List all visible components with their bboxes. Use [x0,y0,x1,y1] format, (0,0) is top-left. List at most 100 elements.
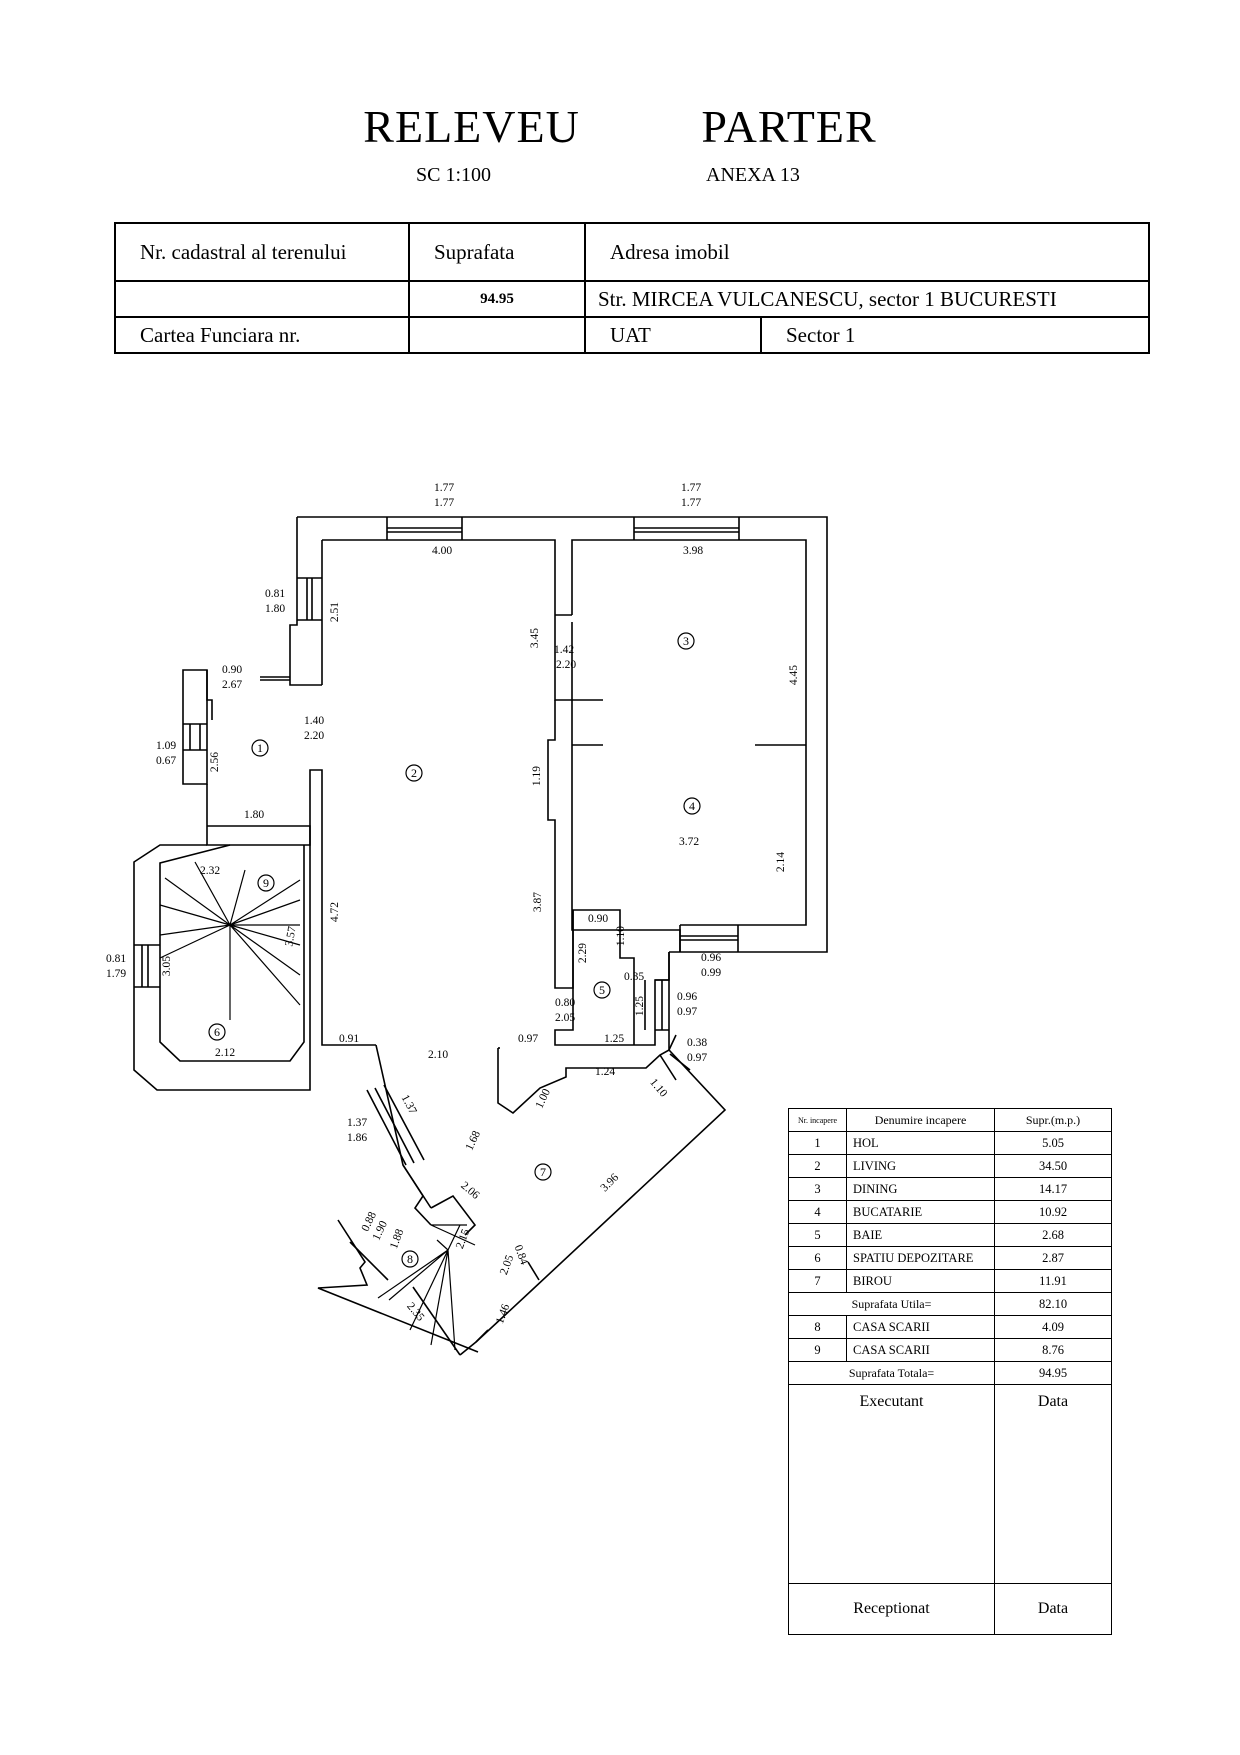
dim-label: 1.25 [604,1033,624,1045]
table-row: 7 BIROU 11.91 [788,1269,1112,1293]
useful-area-row: Suprafata Utila= 82.10 [788,1292,1112,1316]
dim-label: 2.29 [577,943,589,963]
dim-label: 2.05 [555,1012,575,1024]
row-name: BAIE [846,1223,995,1247]
scale-label: SC 1:100 [416,164,492,186]
uat-label: UAT [584,316,762,354]
dim-label: 3.57 [283,925,298,947]
row-area: 2.68 [994,1223,1112,1247]
dim-label: 3.98 [683,545,703,557]
row-name: CASA SCARII [846,1315,995,1339]
room-number-2: 2 [411,766,417,780]
dim-label: 1.25 [634,996,646,1016]
dim-label: 1.24 [595,1066,615,1078]
dim-label: 1.77 [681,482,701,494]
row-nr: 6 [788,1246,847,1270]
row-nr: 9 [788,1338,847,1362]
row-name: HOL [846,1131,995,1155]
row-nr: 4 [788,1200,847,1224]
dim-label: 1.88 [388,1227,406,1250]
dim-label: 0.91 [339,1033,359,1045]
useful-area-label: Suprafata Utila= [788,1292,995,1316]
dimension-labels: 1.77 1.77 1.77 1.77 4.00 3.98 0.81 1.80 … [106,482,800,1325]
rooms-table: Nr. incapere Denumire incapere Supr.(m.p… [788,1108,1112,1635]
data-label-2: Data [994,1583,1112,1635]
page-title: RELEVEU PARTER [363,101,877,152]
table-row: 4 BUCATARIE 10.92 [788,1200,1112,1224]
dim-label: 0.97 [677,1006,697,1018]
dim-label: 0.80 [555,997,575,1009]
dim-label: 1.10 [647,1077,669,1100]
row-nr: 5 [788,1223,847,1247]
dim-label: 2.56 [209,752,221,772]
dim-label: 0.81 [265,588,285,600]
dim-label: 1.10 [615,926,627,946]
row-area: 11.91 [994,1269,1112,1293]
plan-walls [133,516,828,1356]
dim-label: 2.20 [304,730,324,742]
room-numbers: 1 2 3 4 5 6 7 8 9 [214,634,695,1266]
dim-label: 3.05 [161,956,173,976]
dim-label: 1.19 [531,766,543,786]
row-area: 14.17 [994,1177,1112,1201]
dim-label: 0.90 [588,913,608,925]
room-number-7: 7 [540,1165,546,1179]
dim-label: 1.86 [347,1132,367,1144]
dim-label: 1.40 [304,715,324,727]
dim-label: 1.42 [554,644,574,656]
row-area: 4.09 [994,1315,1112,1339]
table-row: 3 DINING 14.17 [788,1177,1112,1201]
total-area-row: Suprafata Totala= 94.95 [788,1361,1112,1385]
room-number-9: 9 [263,876,269,890]
dim-label: 0.84 [512,1243,530,1266]
receptionat-label: Receptionat [788,1583,995,1635]
row-area: 5.05 [994,1131,1112,1155]
executant-label: Executant [788,1384,995,1584]
header-nr: Nr. incapere [788,1108,847,1132]
row-area: 10.92 [994,1200,1112,1224]
dim-label: 2.05 [498,1253,516,1276]
room-number-6: 6 [214,1025,220,1039]
cadastral-value [114,280,410,318]
dim-label: 0.90 [222,664,242,676]
dim-label: 1.68 [464,1129,483,1153]
table-row: 6 SPATIU DEPOZITARE 2.87 [788,1246,1112,1270]
dim-label: 0.38 [687,1037,707,1049]
dim-label: 1.77 [681,497,701,509]
header-name: Denumire incapere [846,1108,995,1132]
dim-label: 1.77 [434,482,454,494]
table-row: 8 CASA SCARII 4.09 [788,1315,1112,1339]
dim-label: 0.67 [156,755,176,767]
row-area: 2.87 [994,1246,1112,1270]
total-area-label: Suprafata Totala= [788,1361,995,1385]
room-number-circles [208,632,701,1268]
row-name: LIVING [846,1154,995,1178]
data-label-1: Data [994,1384,1112,1584]
room-number-3: 3 [683,634,689,648]
dim-label: 3.87 [532,892,544,912]
dim-label: 1.80 [265,603,285,615]
property-info-table: Nr. cadastral al terenului Suprafata Adr… [114,222,1150,354]
cadastral-label: Nr. cadastral al terenului [114,222,410,282]
row-area: 34.50 [994,1154,1112,1178]
room-number-1: 1 [257,741,263,755]
row-nr: 8 [788,1315,847,1339]
uat-value: Sector 1 [760,316,1150,354]
row-nr: 2 [788,1154,847,1178]
row-name: BUCATARIE [846,1200,995,1224]
area-label: Suprafata [408,222,586,282]
table-row: 5 BAIE 2.68 [788,1223,1112,1247]
table-row: 1 HOL 5.05 [788,1131,1112,1155]
dim-label: 4.00 [432,545,452,557]
land-book-value [408,316,586,354]
dim-label: 0.81 [106,953,126,965]
table-row: 2 LIVING 34.50 [788,1154,1112,1178]
dim-label: 1.77 [434,497,454,509]
dim-label: 1.09 [156,740,176,752]
address-value: Str. MIRCEA VULCANESCU, sector 1 BUCURES… [584,280,1150,318]
dim-label: 4.72 [329,902,341,922]
row-name: DINING [846,1177,995,1201]
useful-area-value: 82.10 [994,1292,1112,1316]
dim-label: 2.67 [222,679,242,691]
